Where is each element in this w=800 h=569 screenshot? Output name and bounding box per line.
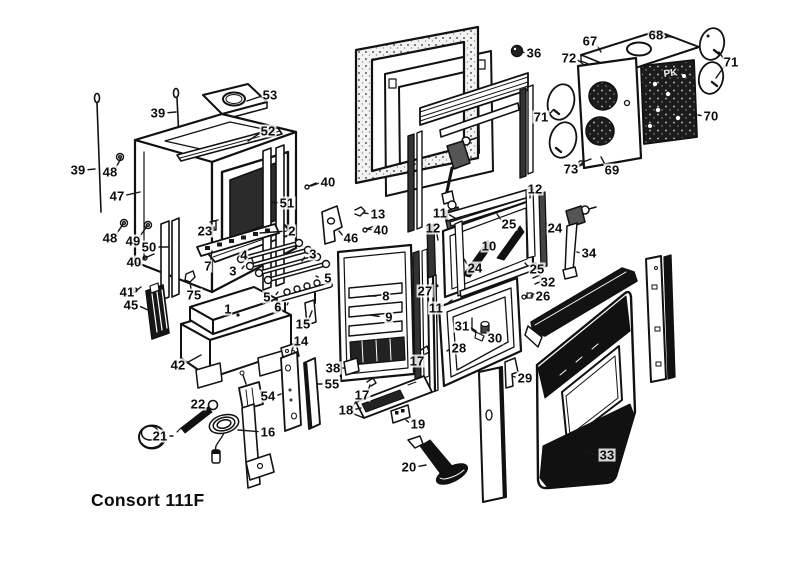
- leader-line-5: [315, 275, 319, 278]
- flue-side-panel-art: [640, 59, 698, 145]
- leader-line-3: [301, 256, 306, 262]
- hook-bracket-art: [562, 205, 597, 280]
- leader-line-33: [584, 451, 598, 455]
- leader-line-17: [367, 384, 371, 392]
- leader-line-42: [186, 354, 202, 364]
- leader-line-39: [87, 168, 96, 171]
- leader-line-5: [275, 291, 279, 296]
- leader-line-13: [363, 212, 369, 215]
- flue-front-panel-art: [576, 56, 643, 170]
- leader-line-12: [436, 232, 439, 241]
- leader-line-28: [446, 348, 450, 352]
- flue-disc-pair-right-art: [697, 27, 726, 95]
- fastener-glyphs-art: [115, 44, 524, 294]
- leader-line-68: [665, 35, 669, 38]
- leader-line-51: [270, 201, 278, 204]
- slatted-panel-art: [336, 243, 430, 383]
- leader-line-4: [251, 257, 254, 263]
- leader-line-31: [470, 327, 477, 332]
- leader-line-75: [189, 281, 192, 290]
- leader-line-16: [237, 429, 259, 433]
- stove-door-art: [535, 290, 637, 490]
- leader-line-70: [697, 114, 702, 117]
- leader-line-18: [355, 407, 362, 410]
- latch-mechanism-art: [441, 136, 480, 205]
- stove-top-plate-art: [202, 83, 268, 121]
- leader-line-73: [579, 162, 583, 167]
- leader-line-7: [209, 250, 213, 261]
- flue-disc-pair-left-art: [546, 83, 578, 159]
- leader-line-11: [448, 214, 456, 219]
- leader-line-54: [277, 393, 282, 396]
- leader-line-52: [247, 132, 260, 142]
- vent-block-art: [145, 282, 170, 340]
- leader-line-71: [548, 109, 554, 115]
- front-rail-art: [196, 223, 280, 257]
- leader-line-48: [116, 223, 124, 235]
- stove-body-art: [133, 112, 298, 294]
- model-caption: Consort 111F: [91, 490, 205, 510]
- panel-marking-text: PK: [663, 67, 679, 80]
- right-trim-strips-art: [645, 254, 676, 383]
- leader-line-40: [142, 256, 147, 261]
- leader-line-11: [444, 299, 453, 307]
- leader-line-72: [577, 59, 584, 65]
- glass-door-frame-art: [426, 187, 548, 300]
- leader-line-53: [246, 95, 262, 102]
- leader-line-25: [524, 262, 529, 268]
- leader-line-34: [576, 251, 580, 254]
- door-handle-art: [407, 435, 469, 485]
- glazing-strips-art: [407, 84, 534, 233]
- leader-line-40: [310, 182, 319, 187]
- leader-line-47: [126, 191, 141, 196]
- lower-pillar-strip-art: [478, 366, 507, 503]
- thermostat-assembly-art: [208, 370, 275, 489]
- leader-line-40: [367, 228, 372, 231]
- leader-line-20: [418, 464, 427, 467]
- spindle-rod-art: [176, 399, 219, 434]
- leader-line-19: [405, 419, 410, 423]
- leader-line-9: [369, 314, 380, 318]
- door-top-molding-art: [524, 267, 638, 348]
- leader-line-29: [511, 375, 516, 378]
- leader-line-39: [167, 111, 177, 114]
- leader-line-3: [241, 265, 245, 270]
- leader-line-46: [338, 230, 344, 236]
- control-knob-art: [138, 424, 166, 450]
- flue-box-art: PK: [546, 27, 726, 170]
- leader-line-41: [135, 289, 138, 292]
- baffle-plate-art: [351, 375, 433, 419]
- leader-line-36: [521, 51, 525, 54]
- leader-line-2: [259, 230, 283, 234]
- grate-bars-art: [236, 238, 333, 326]
- leader-line-45: [139, 305, 149, 311]
- retainer-plate-art: [390, 404, 411, 424]
- leader-line-6: [286, 302, 289, 306]
- mounting-plates-art: [280, 342, 321, 432]
